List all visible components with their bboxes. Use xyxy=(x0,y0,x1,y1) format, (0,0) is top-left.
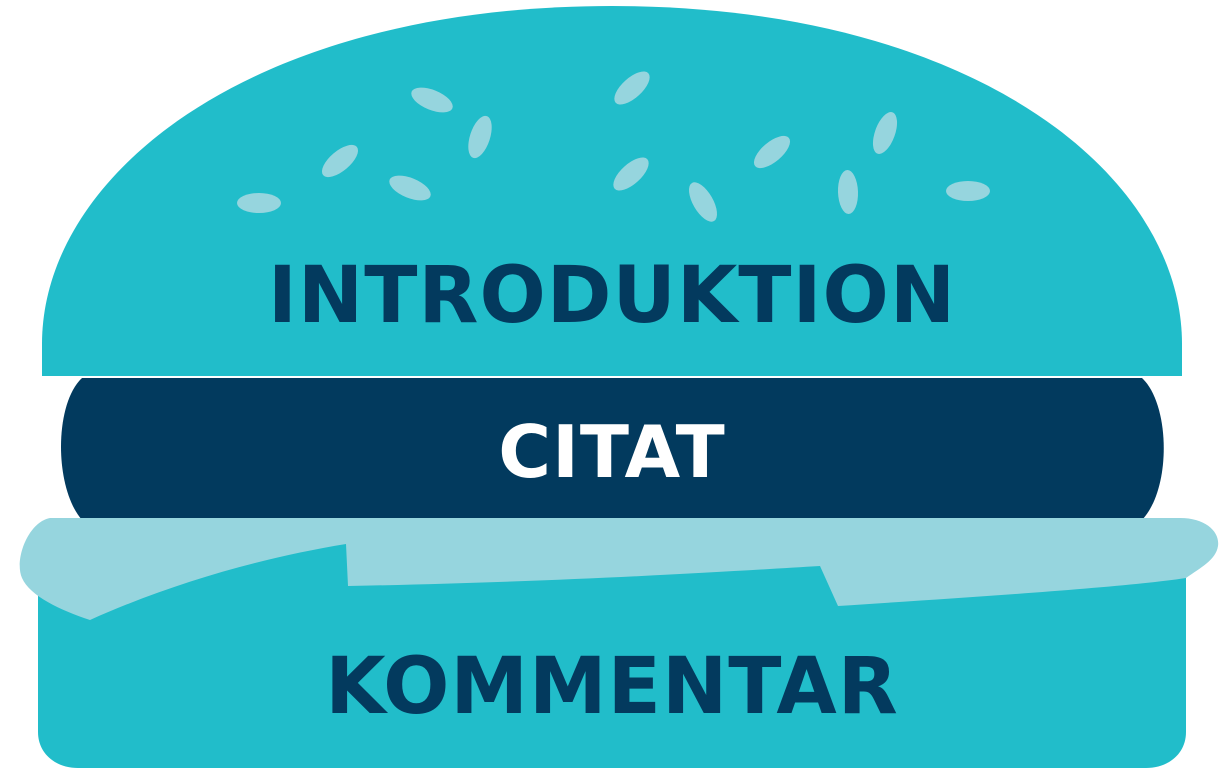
middle-layer-label: CITAT xyxy=(498,410,726,494)
sesame-seeds xyxy=(237,71,990,222)
sesame-seed xyxy=(837,170,859,214)
sesame-seed xyxy=(468,115,492,159)
sesame-seed xyxy=(237,193,281,213)
lettuce xyxy=(19,518,1219,620)
top-bun xyxy=(42,6,1182,376)
patty xyxy=(61,378,1164,520)
sesame-seed xyxy=(946,181,990,201)
sesame-seed xyxy=(389,175,431,201)
sesame-seed xyxy=(614,71,650,105)
bottom-layer-label: KOMMENTAR xyxy=(325,642,899,732)
sesame-seed xyxy=(613,157,649,191)
sesame-seed xyxy=(753,135,791,169)
sesame-seed xyxy=(689,182,717,222)
sesame-seed xyxy=(411,87,453,113)
sesame-seed xyxy=(872,112,898,154)
top-layer-label: INTRODUKTION xyxy=(267,251,957,341)
sesame-seed xyxy=(321,144,359,178)
